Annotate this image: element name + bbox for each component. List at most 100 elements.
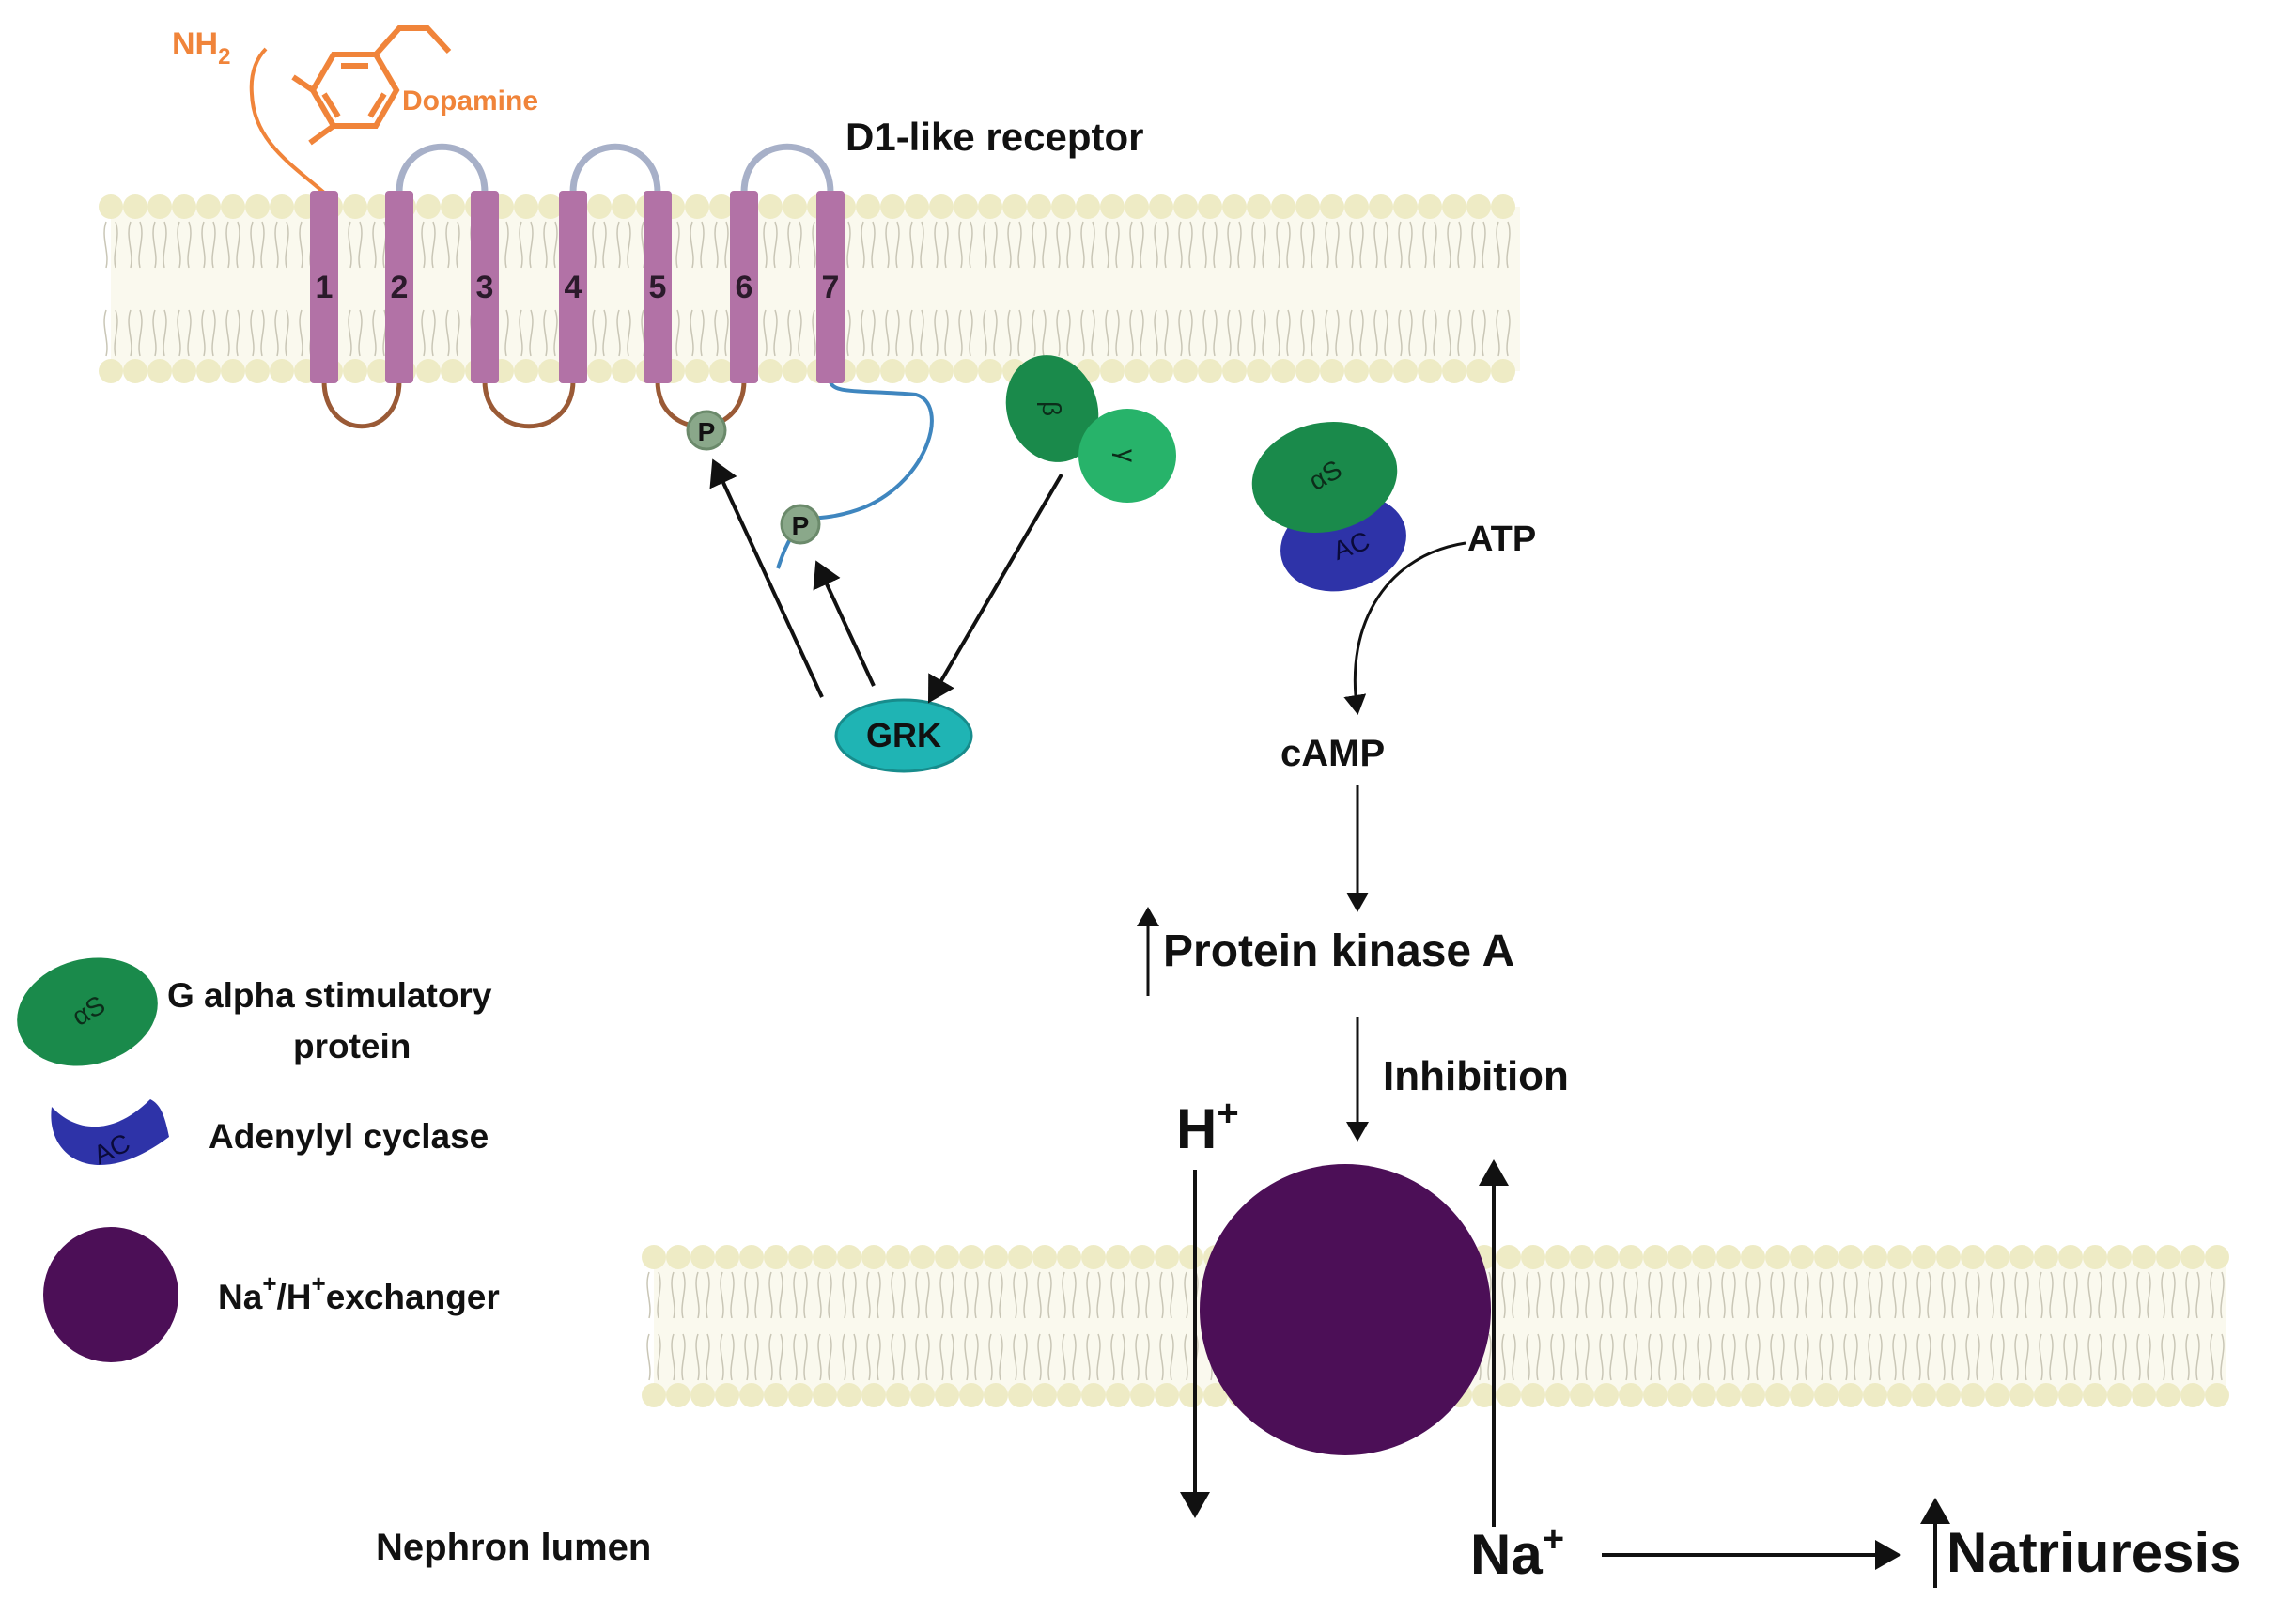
lipid-head bbox=[685, 359, 709, 383]
lipid-head bbox=[709, 194, 734, 219]
lipid-head bbox=[1081, 1383, 1106, 1407]
extracellular-loop-6-7 bbox=[740, 143, 834, 194]
lipid-head bbox=[959, 1383, 984, 1407]
lipid-tail bbox=[1457, 309, 1462, 357]
lipid-tail bbox=[1585, 1271, 1590, 1319]
lipid-head bbox=[1081, 1245, 1106, 1269]
lipid-tail bbox=[1335, 221, 1340, 269]
lipid-tail bbox=[627, 309, 631, 357]
lipid-tail bbox=[1080, 309, 1085, 357]
lipid-tail bbox=[944, 221, 949, 269]
lipid-head bbox=[1491, 194, 1515, 219]
lipid-head bbox=[1155, 1383, 1179, 1407]
lipid-tail bbox=[1902, 1333, 1907, 1381]
lipid-tail bbox=[1854, 1333, 1858, 1381]
lipid-tail bbox=[1683, 1271, 1687, 1319]
lipid-head bbox=[538, 194, 563, 219]
svg-text:1: 1 bbox=[316, 270, 334, 305]
lipid-head bbox=[1814, 1245, 1838, 1269]
lipid-tail bbox=[250, 309, 255, 357]
lipid-head bbox=[2180, 1245, 2205, 1269]
lipid-tail bbox=[1349, 221, 1354, 269]
lipid-tail bbox=[1794, 1333, 1799, 1381]
lipid-tail bbox=[871, 309, 876, 357]
lipid-head bbox=[416, 359, 441, 383]
lipid-tail bbox=[877, 1271, 881, 1319]
lipid-head bbox=[1741, 1245, 1765, 1269]
lipid-tail bbox=[1135, 1271, 1140, 1319]
lipid-tail bbox=[592, 309, 597, 357]
lipid-tail bbox=[866, 1271, 871, 1319]
lipid-tail bbox=[1648, 1271, 1652, 1319]
lipid-head bbox=[1570, 1383, 1594, 1407]
lipid-tail bbox=[1433, 309, 1437, 357]
lipid-tail bbox=[1276, 221, 1280, 269]
lipid-tail bbox=[1408, 221, 1413, 269]
lipid-head bbox=[1442, 194, 1466, 219]
lipid-head bbox=[905, 194, 929, 219]
lipid-head bbox=[1369, 359, 1393, 383]
lipid-tail bbox=[1105, 309, 1109, 357]
legend-exchanger-icon bbox=[43, 1227, 178, 1362]
nephron-lumen-label: Nephron lumen bbox=[376, 1527, 651, 1568]
lipid-tail bbox=[114, 221, 118, 269]
lipid-tail bbox=[1634, 1333, 1638, 1381]
lipid-tail bbox=[372, 309, 377, 357]
lipid-tail bbox=[763, 309, 768, 357]
svg-text:P: P bbox=[698, 417, 716, 446]
lipid-head bbox=[172, 194, 196, 219]
lipid-tail bbox=[787, 309, 792, 357]
natriuresis-label: Natriuresis bbox=[1947, 1521, 2241, 1584]
lipid-tail bbox=[1311, 309, 1315, 357]
lipid-tail bbox=[730, 1271, 735, 1319]
lipid-tail bbox=[1965, 1333, 1970, 1381]
lipid-head bbox=[1155, 1245, 1179, 1269]
lipid-tail bbox=[842, 1271, 846, 1319]
lipid-tail bbox=[543, 221, 548, 269]
lipid-head bbox=[837, 1383, 861, 1407]
lipid-tail bbox=[920, 309, 924, 357]
lipid-tail bbox=[861, 221, 865, 269]
lipid-tail bbox=[909, 221, 914, 269]
lipid-tail bbox=[138, 221, 143, 269]
lipid-head bbox=[1790, 1245, 1814, 1269]
dopamine-molecule bbox=[291, 25, 452, 146]
lipid-head bbox=[1130, 1245, 1155, 1269]
lipid-tail bbox=[2039, 1271, 2043, 1319]
lipid-tail bbox=[852, 1333, 857, 1381]
lipid-tail bbox=[1707, 1271, 1712, 1319]
lipid-head bbox=[538, 359, 563, 383]
lipid-tail bbox=[700, 221, 705, 269]
lipid-tail bbox=[812, 309, 816, 357]
lipid-tail bbox=[793, 1333, 798, 1381]
lipid-tail bbox=[201, 221, 206, 269]
lipid-head bbox=[642, 1245, 666, 1269]
lipid-tail bbox=[103, 221, 108, 269]
lipid-head bbox=[880, 194, 905, 219]
lipid-tail bbox=[1023, 1271, 1028, 1319]
lipid-head bbox=[1222, 194, 1247, 219]
lipid-tail bbox=[714, 309, 719, 357]
lipid-head bbox=[715, 1383, 739, 1407]
lipid-head bbox=[1643, 1245, 1668, 1269]
lipid-head bbox=[709, 359, 734, 383]
lipid-head bbox=[2034, 1383, 2058, 1407]
arrow-atp-to-camp bbox=[1343, 541, 1466, 715]
lipid-tail bbox=[1916, 1271, 1921, 1319]
lipid-tail bbox=[646, 1333, 651, 1381]
lipid-tail bbox=[1140, 309, 1144, 357]
lipid-head bbox=[910, 1245, 935, 1269]
lipid-tail bbox=[1927, 1333, 1931, 1381]
lipid-head bbox=[1125, 359, 1149, 383]
lipid-tail bbox=[1560, 1333, 1565, 1381]
lipid-tail bbox=[1878, 1271, 1883, 1319]
lipid-head bbox=[1668, 1245, 1692, 1269]
lipid-head bbox=[221, 359, 245, 383]
lipid-tail bbox=[1110, 1333, 1115, 1381]
lipid-tail bbox=[177, 309, 181, 357]
lipid-tail bbox=[1990, 1271, 1994, 1319]
lipid-tail bbox=[861, 309, 865, 357]
lipid-head bbox=[270, 359, 294, 383]
lipid-tail bbox=[1496, 309, 1500, 357]
lipid-tail bbox=[812, 221, 816, 269]
